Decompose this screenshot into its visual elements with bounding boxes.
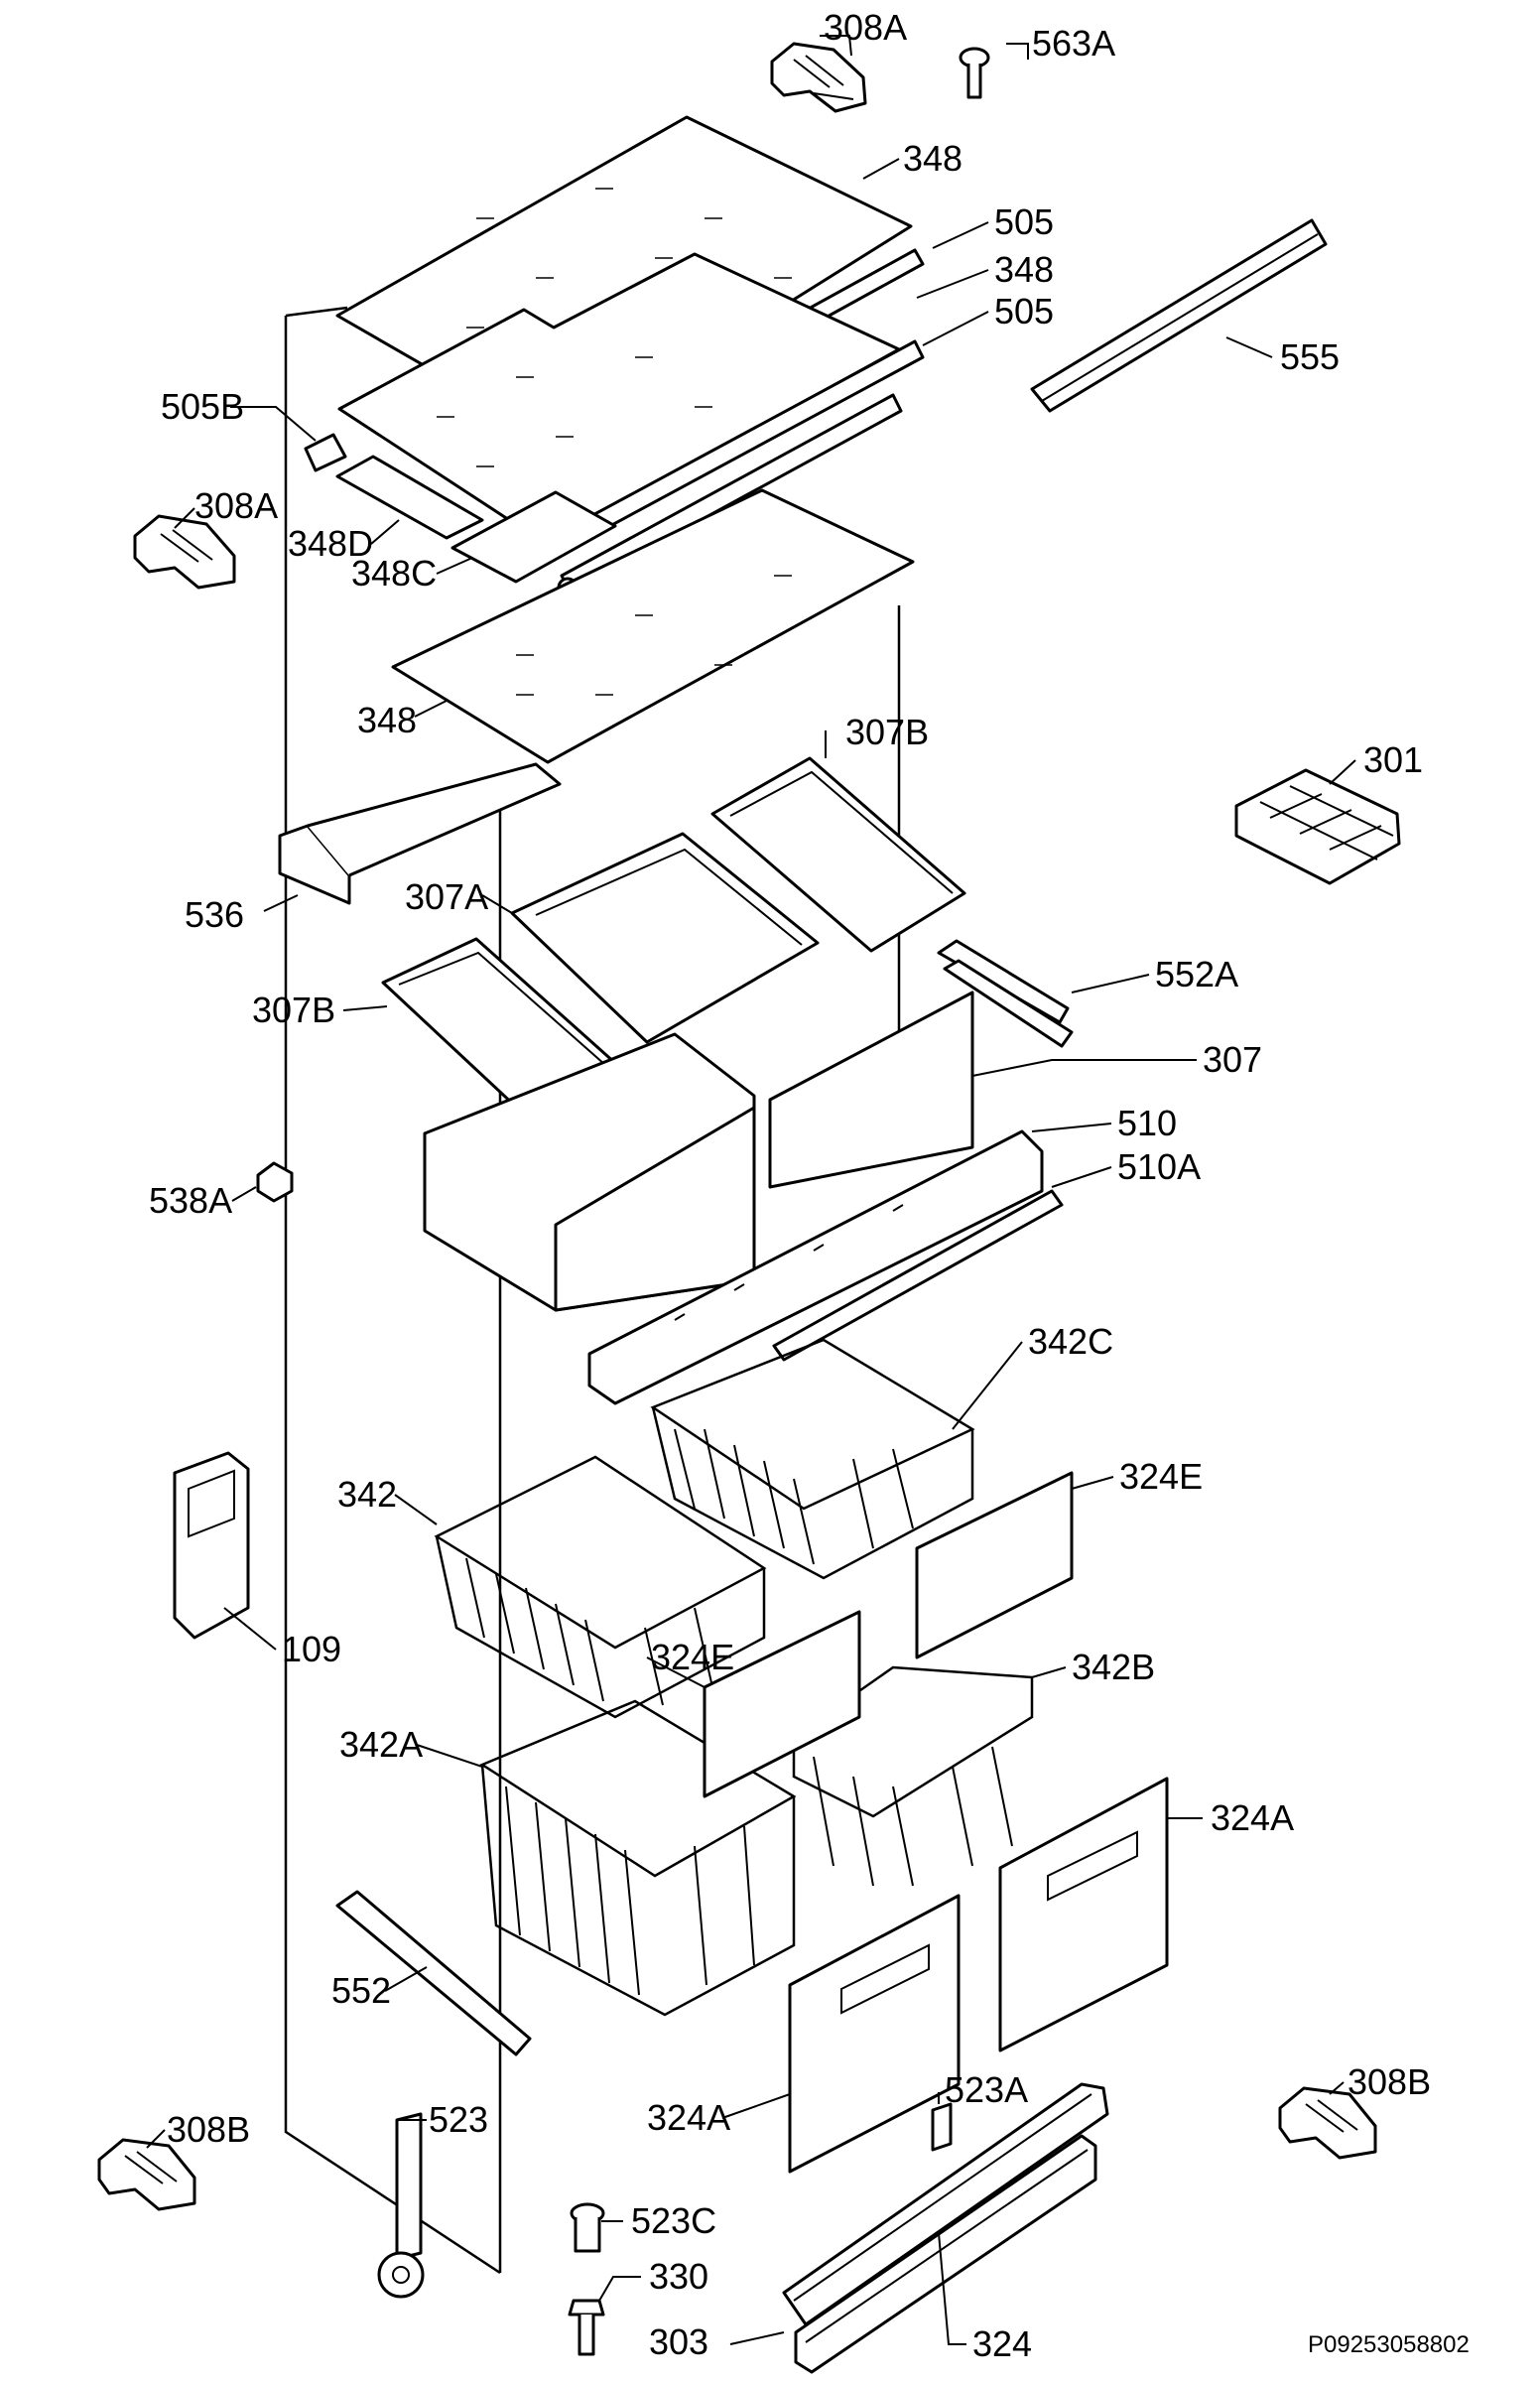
glass-shelf-348-bottom	[391, 488, 915, 764]
label-523: 523	[429, 2099, 488, 2140]
wire-basket-342	[434, 1455, 767, 1719]
label-307b-top: 307B	[845, 712, 929, 752]
label-324e-mid: 324E	[651, 1637, 734, 1677]
label-307b-left: 307B	[252, 990, 335, 1030]
label-505b: 505B	[161, 386, 244, 427]
label-348d: 348D	[288, 523, 373, 564]
label-523c: 523C	[631, 2200, 716, 2241]
label-348-second: 348	[994, 249, 1054, 290]
screw-563a	[959, 47, 990, 99]
label-348c: 348C	[351, 553, 437, 594]
control-panel-510	[587, 1129, 1044, 1405]
label-324a-right: 324A	[1211, 1797, 1294, 1838]
bushing-523c	[570, 2202, 605, 2253]
label-342b: 342B	[1072, 1647, 1155, 1687]
label-308b-right: 308B	[1348, 2061, 1431, 2102]
shelf-cover-536	[278, 762, 562, 905]
side-bracket-109	[173, 1451, 250, 1640]
hinge-clip-308b-left	[97, 2138, 196, 2211]
cap-538a	[256, 1161, 294, 1203]
leader-lines	[146, 35, 1356, 2345]
rail-523a	[931, 2102, 953, 2152]
shelf-insert-348d	[335, 455, 484, 540]
label-348-bottom: 348	[357, 700, 417, 740]
wire-basket-342b	[792, 1665, 1034, 1887]
drawing-code: P09253058802	[1308, 2331, 1470, 2358]
drawer-307a	[510, 832, 820, 1044]
label-308a-top: 308A	[824, 7, 907, 48]
bottom-rail-324	[794, 2134, 1097, 2374]
label-505-second: 505	[994, 291, 1054, 331]
label-552a: 552A	[1155, 954, 1238, 994]
label-348-top: 348	[903, 138, 962, 179]
label-307a: 307A	[405, 876, 488, 917]
hinge-clip-308b-right	[1278, 2086, 1377, 2160]
label-330: 330	[649, 2256, 708, 2297]
label-552: 552	[331, 1970, 391, 2011]
drawer-panel-324a-right	[998, 1777, 1169, 2052]
bottom-rail-303	[782, 2082, 1109, 2326]
label-510a: 510A	[1117, 1146, 1201, 1187]
wire-basket-342a	[479, 1699, 797, 2017]
label-109: 109	[282, 1629, 341, 1669]
basket-front-324e-right	[915, 1471, 1074, 1659]
label-301: 301	[1363, 739, 1423, 780]
drawer-307	[423, 991, 974, 1312]
label-536: 536	[185, 894, 244, 935]
label-308b-left: 308B	[167, 2109, 250, 2150]
label-303: 303	[649, 2321, 708, 2362]
slide-rail-552	[335, 1890, 532, 2056]
label-342: 342	[337, 1474, 397, 1515]
basket-front-324e-mid	[703, 1610, 861, 1798]
wire-basket-342c	[650, 1338, 975, 1580]
label-307: 307	[1203, 1039, 1262, 1080]
drawer-307b-top	[710, 756, 966, 953]
label-324: 324	[972, 2323, 1032, 2364]
label-342a: 342A	[339, 1724, 423, 1765]
part-labels: 308A 563A 348 505 348 505 555 505B 308A …	[149, 7, 1470, 2364]
door-bar-555	[1030, 218, 1328, 413]
control-panel-510a	[772, 1189, 1064, 1362]
label-505-top: 505	[994, 201, 1054, 242]
label-538a: 538A	[149, 1180, 232, 1221]
drawer-panel-324a-mid	[788, 1894, 961, 2174]
ice-tray-301	[1234, 768, 1401, 885]
label-563a: 563A	[1032, 23, 1115, 64]
slide-rail-552a	[937, 939, 1074, 1048]
label-324e-right: 324E	[1119, 1456, 1203, 1497]
label-324a-mid: 324A	[647, 2097, 730, 2138]
label-308a-left: 308A	[194, 485, 278, 526]
hinge-523	[377, 2112, 425, 2299]
label-342c: 342C	[1028, 1321, 1113, 1362]
shelf-trim-505b	[304, 433, 347, 472]
label-523a: 523A	[945, 2069, 1028, 2110]
label-510: 510	[1117, 1103, 1177, 1143]
hinge-clip-308a-top	[770, 42, 867, 113]
label-555: 555	[1280, 336, 1340, 377]
screw-330	[568, 2299, 605, 2356]
hinge-clip-308a-left	[133, 514, 236, 590]
